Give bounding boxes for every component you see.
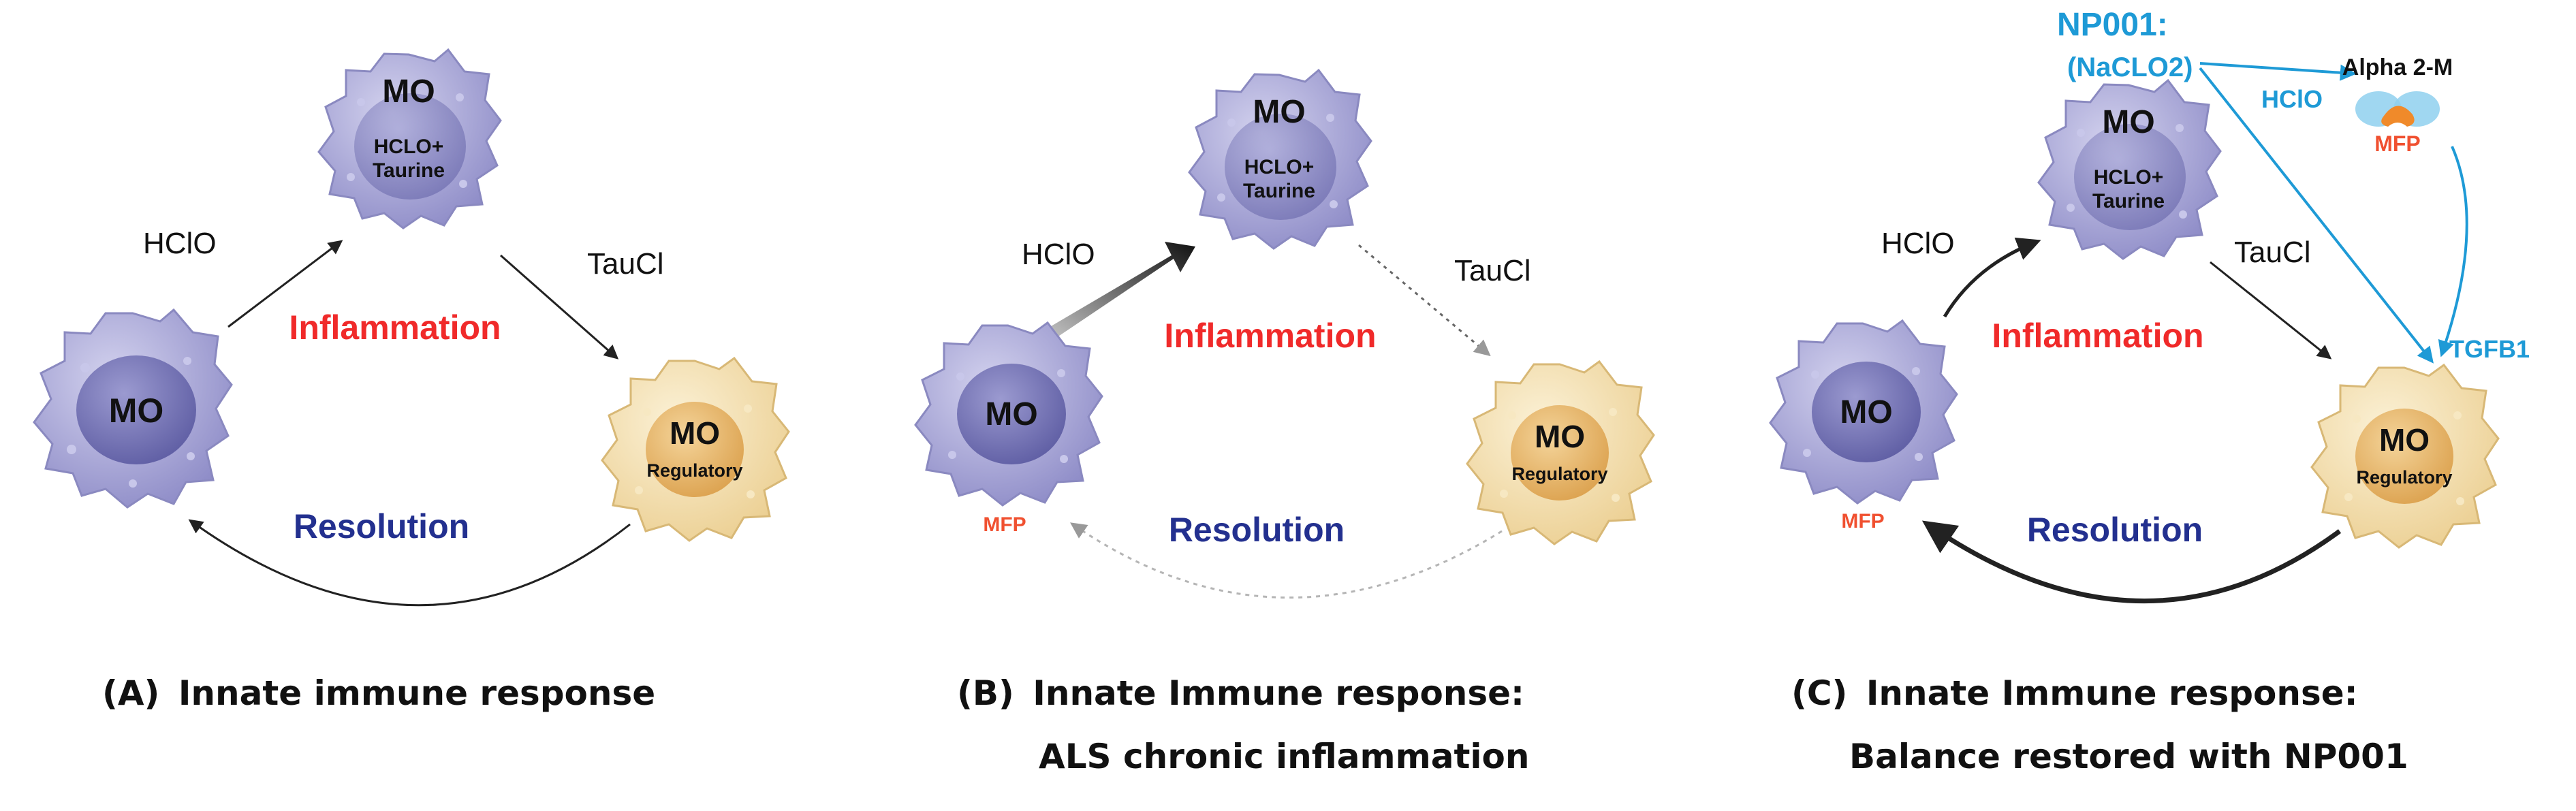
np001-hclo-label: HClO	[2261, 85, 2323, 113]
resolution-arrow-b	[1070, 522, 1503, 599]
panel-a: MO MO HCLO+ Taurine MO Regulatory HClO T…	[33, 48, 790, 713]
activated-macrophage-a: MO HCLO+ Taurine	[317, 48, 502, 229]
inflammation-label-a: Inflammation	[289, 308, 501, 347]
caption-line2-c: Balance restored with NP001	[1849, 737, 2408, 776]
alpha2m-molecule-icon	[2355, 91, 2440, 127]
caption-line1-a: Innate immune response	[178, 673, 655, 713]
taucl-arrow-c	[2210, 261, 2332, 360]
tgfb1-label: TGFB1	[2449, 335, 2530, 363]
regulatory-macrophage-b: MO Regulatory	[1466, 360, 1655, 545]
activated-cell-sub2-a: Taurine	[373, 159, 445, 182]
mfp-label-b: MFP	[983, 513, 1026, 536]
resting-macrophage-a: MO	[33, 308, 233, 509]
hclo-label-c: HClO	[1881, 227, 1955, 260]
resolution-label-c: Resolution	[2027, 511, 2203, 549]
regulatory-cell-sublabel-c: Regulatory	[2356, 467, 2452, 488]
np001-title: NP001:	[2057, 7, 2168, 43]
activated-macrophage-b: MO HCLO+ Taurine	[1188, 68, 1372, 250]
regulatory-cell-label-a: MO	[670, 415, 720, 451]
activated-cell-sub1-b: HCLO+	[1244, 156, 1315, 178]
activated-cell-label-c: MO	[2102, 104, 2154, 140]
caption-line1-c: Innate Immune response:	[1866, 673, 2358, 713]
caption-letter-c: (C)	[1791, 673, 1847, 713]
caption-a: (A) Innate immune response	[102, 673, 655, 713]
resolution-arrow-a	[188, 519, 631, 607]
regulatory-cell-label-b: MO	[1535, 419, 1585, 454]
hclo-arrow-c	[1943, 237, 2041, 318]
caption-line1-b: Innate Immune response:	[1033, 673, 1524, 713]
taucl-arrow-b	[1358, 244, 1491, 357]
resting-macrophage-c: MO	[1769, 319, 1958, 505]
activated-cell-sub2-c: Taurine	[2092, 190, 2165, 212]
hclo-label-a: HClO	[143, 227, 217, 260]
resting-cell-label-b: MO	[985, 396, 1037, 432]
activated-cell-label-a: MO	[382, 74, 435, 110]
np001-to-alpha2m-arrow	[2199, 62, 2357, 81]
np001-to-tgfb1-arrow	[2199, 67, 2434, 364]
caption-line2-b: ALS chronic inflammation	[1039, 737, 1529, 776]
taucl-label-a: TauCl	[587, 247, 664, 281]
panel-c: MO MFP MO HCLO+ Taurine MO Regulatory HC…	[1769, 7, 2530, 776]
taucl-label-c: TauCl	[2234, 236, 2311, 269]
alpha2m-mfp-label: MFP	[2374, 131, 2421, 156]
activated-cell-sub1-a: HCLO+	[374, 136, 444, 158]
regulatory-cell-sublabel-b: Regulatory	[1511, 464, 1607, 484]
caption-letter-a: (A)	[102, 673, 159, 713]
alpha2m-label: Alpha 2-M	[2342, 54, 2453, 80]
inflammation-label-c: Inflammation	[1992, 317, 2203, 355]
taucl-arrow-a	[500, 254, 619, 360]
resolution-label-a: Resolution	[294, 507, 469, 545]
hclo-arrow-a	[227, 240, 343, 328]
mfp-label-c: MFP	[1841, 510, 1884, 532]
alpha2m-to-tgfb1-arrow	[2438, 146, 2468, 357]
np001-formula: (NaCLO2)	[2067, 52, 2193, 82]
caption-letter-b: (B)	[957, 673, 1014, 713]
caption-c: (C) Innate Immune response:	[1791, 673, 2358, 713]
hclo-label-b: HClO	[1022, 238, 1095, 271]
regulatory-macrophage-a: MO Regulatory	[601, 356, 790, 542]
resolution-arrow-c	[1921, 520, 2342, 604]
resting-cell-label-c: MO	[1840, 394, 1892, 430]
inflammation-label-b: Inflammation	[1164, 317, 1376, 355]
regulatory-cell-sublabel-a: Regulatory	[646, 460, 742, 481]
activated-cell-sub1-c: HCLO+	[2094, 166, 2164, 189]
activated-cell-sub2-b: Taurine	[1243, 180, 1315, 202]
panel-b: MO MFP MO HCLO+ Taurine MO Regulatory HC…	[914, 68, 1655, 776]
taucl-label-b: TauCl	[1454, 254, 1531, 287]
caption-b: (B) Innate Immune response:	[957, 673, 1524, 713]
regulatory-cell-label-c: MO	[2379, 422, 2430, 458]
activated-cell-label-b: MO	[1253, 94, 1305, 130]
resolution-label-b: Resolution	[1169, 511, 1345, 549]
resting-cell-label-a: MO	[109, 392, 164, 430]
regulatory-macrophage-c: MO Regulatory	[2310, 363, 2500, 549]
activated-macrophage-c: MO HCLO+ Taurine	[2037, 78, 2222, 260]
resting-macrophage-b: MO	[914, 321, 1103, 507]
